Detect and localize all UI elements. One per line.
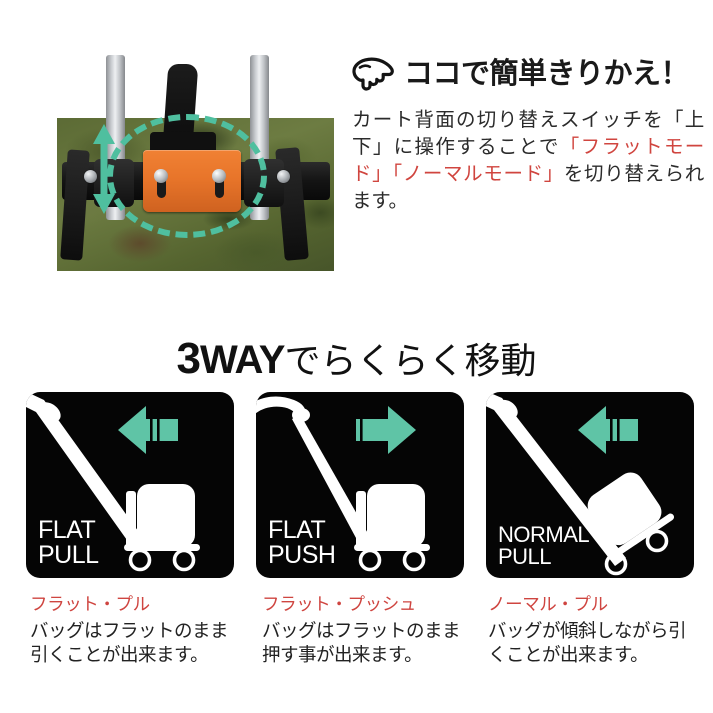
flat-push-illustration — [256, 396, 430, 572]
caption-body: バッグはフラットのまま引くことが出来ます。 — [30, 619, 229, 666]
photo-bottom-background — [22, 271, 334, 284]
description-highlight-normal-mode: 「ノーマルモード」 — [392, 162, 564, 185]
caption-flat-pull: フラット・プル バッグはフラットのまま引くことが出来ます。 — [30, 594, 242, 668]
description-part2: を切り替えられます。 — [352, 162, 704, 212]
panel-label-flat-push: FLAT PUSH — [268, 516, 336, 569]
caption-body: バッグが傾斜しながら引くことが出来ます。 — [488, 619, 687, 666]
caption-flat-push: フラット・プッシュ バッグはフラットのまま押す事が出来ます。 — [262, 594, 474, 668]
way-word: WAY — [200, 338, 285, 382]
panel-normal-pull[interactable]: NORMAL PULL — [486, 392, 694, 578]
caption-normal-pull: ノーマル・プル バッグが傾斜しながら引くことが出来ます。 — [488, 594, 700, 668]
way-suffix: でらくらく移動 — [284, 340, 537, 381]
caption-body: バッグはフラットのまま押す事が出来ます。 — [262, 619, 461, 666]
description-part1: カート背面の切り替えスイッチを「上下」に操作することで — [352, 109, 704, 158]
headline-row: ココで簡単きりかえ！ — [352, 54, 704, 94]
arrow-right — [356, 406, 416, 454]
headline-title: ココで簡単きりかえ！ — [404, 57, 690, 90]
normal-pull-illustration — [486, 392, 675, 576]
mode-captions: フラット・プル バッグはフラットのまま引くことが出来ます。 フラット・プッシュ … — [0, 594, 713, 694]
up-down-arrow-icon — [93, 124, 115, 214]
arrow-left — [578, 406, 638, 454]
pointing-hand-icon — [352, 57, 394, 91]
flat-pull-illustration — [26, 392, 200, 572]
panel-label-flat-pull: FLAT PULL — [38, 516, 99, 569]
photo-left-background — [22, 22, 57, 284]
arrow-left — [118, 406, 178, 454]
header-text-block: ココで簡単きりかえ！ カート背面の切り替えスイッチを「上下」に操作することで「フ… — [352, 54, 704, 215]
panel-flat-push[interactable]: FLAT PUSH — [256, 392, 464, 578]
way-number: 3 — [176, 334, 202, 383]
panel-label-normal-pull: NORMAL PULL — [498, 522, 590, 569]
panel-flat-pull[interactable]: FLAT PULL — [26, 392, 234, 578]
photo-canvas — [22, 22, 334, 284]
description-highlight-flat-mode: 「フラットモード」 — [352, 135, 704, 185]
caption-title: ノーマル・プル — [488, 594, 608, 614]
header-description: カート背面の切り替えスイッチを「上下」に操作することで「フラットモード」「ノーマ… — [352, 107, 704, 215]
mode-panels: FLAT PULL — [0, 392, 713, 587]
three-way-heading: 3WAYでらくらく移動 — [0, 332, 713, 384]
caption-title: フラット・プッシュ — [262, 594, 416, 614]
rivet-left — [84, 170, 97, 183]
caption-title: フラット・プル — [30, 594, 150, 614]
rivet-right — [277, 170, 290, 183]
switch-closeup-photo — [22, 22, 334, 284]
dashed-ellipse-highlight — [107, 114, 267, 238]
